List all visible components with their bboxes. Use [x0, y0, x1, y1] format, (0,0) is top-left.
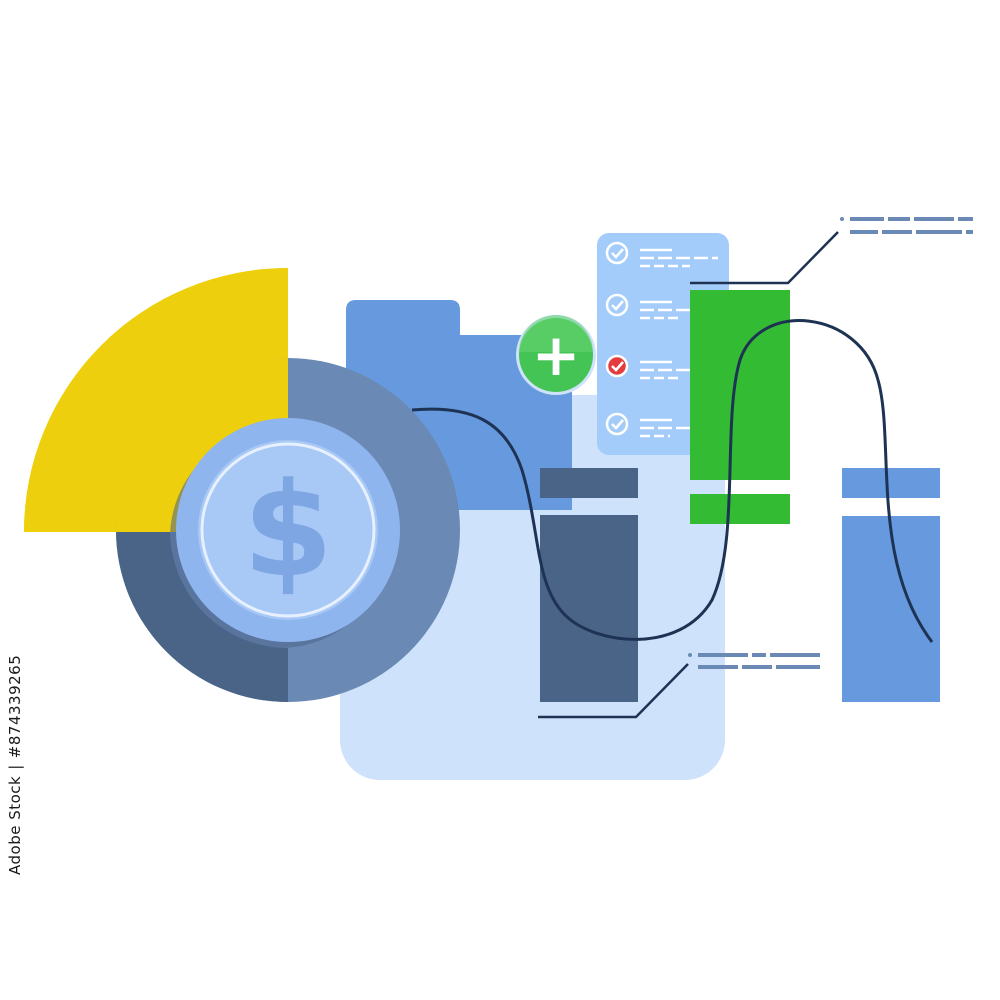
checklist-item — [605, 241, 718, 268]
dark-slate-bar — [540, 468, 638, 702]
stock-label: Adobe Stock — [6, 775, 24, 875]
check-circle-icon — [605, 412, 629, 436]
trend-curve — [411, 319, 934, 643]
pie-slice-overlay — [24, 268, 288, 532]
check-circle-icon — [605, 293, 629, 317]
stock-separator: | — [6, 764, 24, 770]
plus-badge: + — [516, 315, 596, 395]
dollar-sign-icon: $ — [243, 454, 333, 606]
callout-bottom — [538, 653, 823, 719]
checklist-item — [605, 293, 690, 320]
stock-id-watermark: Adobe Stock | #874339265 — [6, 655, 24, 875]
checklist-item — [605, 412, 690, 438]
coin-icon: $ — [170, 418, 400, 648]
stock-number: #874339265 — [6, 654, 24, 759]
red-check-circle-icon — [605, 354, 629, 378]
plus-icon: + — [532, 321, 581, 389]
green-bar — [690, 290, 790, 524]
callout-top — [690, 217, 973, 285]
checklist-item — [605, 354, 690, 380]
blue-bar — [842, 468, 940, 702]
check-circle-icon — [605, 241, 629, 265]
